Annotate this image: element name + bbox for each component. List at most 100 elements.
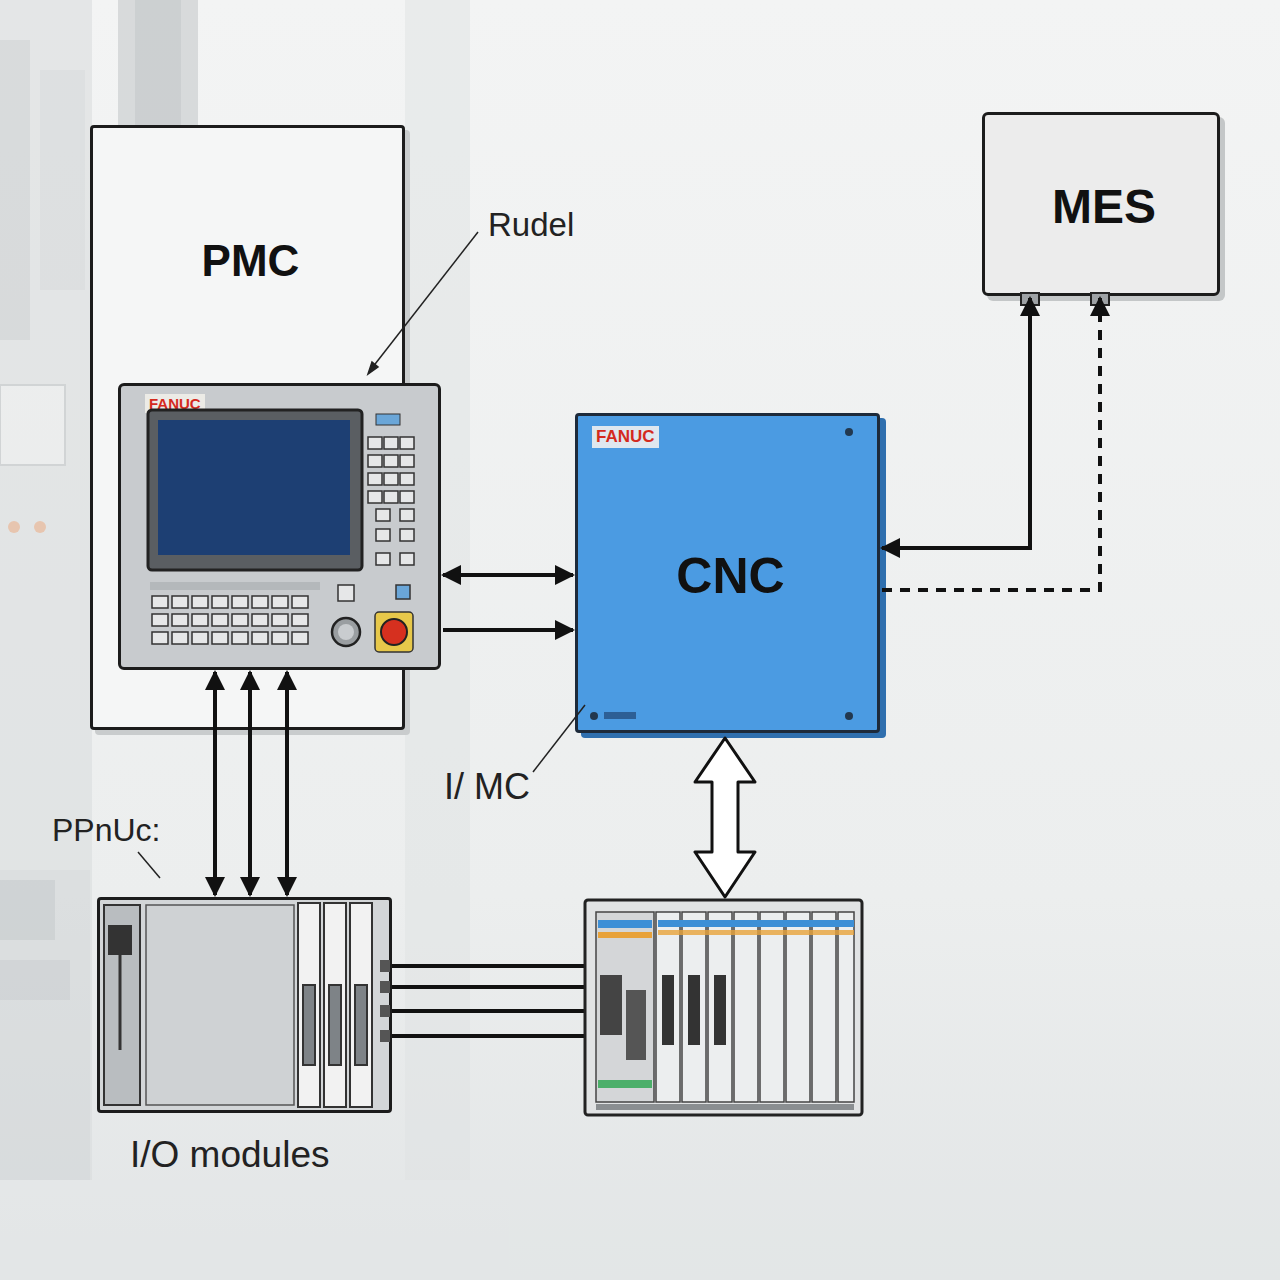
operator-panel: FANUC [118, 383, 441, 670]
card-slot [355, 985, 367, 1065]
key [400, 473, 414, 485]
keyboard [150, 582, 410, 644]
key [172, 632, 188, 644]
node-text: FANUC [592, 426, 659, 448]
key [232, 596, 248, 608]
port [1091, 293, 1109, 305]
feed-dial [332, 618, 360, 646]
key [192, 596, 208, 608]
key [338, 585, 354, 601]
key [376, 509, 390, 521]
io-module-rack: I/O modules [97, 897, 392, 1113]
port [380, 1005, 390, 1017]
module-labels [658, 930, 854, 935]
machine-lamp [8, 521, 20, 533]
vent [604, 712, 636, 719]
machine-part [0, 960, 70, 1000]
rack-ports [380, 960, 390, 1042]
key [384, 491, 398, 503]
machine-panel [40, 70, 85, 290]
key [232, 614, 248, 626]
io-cards [298, 903, 372, 1107]
key [396, 585, 410, 599]
key [384, 455, 398, 467]
key [400, 509, 414, 521]
key-strip [150, 582, 320, 590]
module-led [598, 1080, 652, 1088]
screw [845, 428, 853, 436]
io-module [656, 912, 680, 1102]
connector-arrow [213, 672, 217, 895]
port [1021, 293, 1039, 305]
connector-arrow [443, 628, 573, 632]
callout-label: PPnUc: [52, 812, 212, 849]
io-card [324, 903, 346, 1107]
rack-handle [108, 925, 132, 955]
connector-arrow [285, 672, 289, 895]
key [152, 614, 168, 626]
key [400, 491, 414, 503]
module-label [598, 920, 652, 928]
key [252, 632, 268, 644]
key [368, 473, 382, 485]
connector-arrow [248, 672, 252, 895]
screen-frame [148, 410, 362, 570]
emergency-stop [381, 619, 407, 645]
key [272, 596, 288, 608]
io-module [838, 912, 854, 1102]
key [368, 455, 382, 467]
rack-cover [146, 905, 294, 1105]
bus-arrow [695, 738, 755, 897]
rack-rail [119, 955, 122, 1050]
machine-spindle [118, 0, 198, 125]
leader-lines [138, 232, 585, 878]
rack-side [104, 905, 140, 1105]
rack-modules [596, 912, 854, 1110]
key [192, 614, 208, 626]
key [192, 632, 208, 644]
node-text: CNC [578, 548, 883, 606]
wire [392, 964, 586, 968]
key [368, 491, 382, 503]
key [376, 553, 390, 565]
cpu-module [596, 912, 654, 1102]
module-slot [662, 975, 674, 1045]
key [172, 614, 188, 626]
screw [590, 712, 598, 720]
key [212, 614, 228, 626]
io-card [350, 903, 372, 1107]
machine-body [0, 0, 92, 1280]
wire [392, 1009, 586, 1013]
screen [158, 420, 350, 555]
machine-screen [0, 385, 65, 465]
key [252, 596, 268, 608]
port [380, 981, 390, 993]
module-slot [688, 975, 700, 1045]
key [292, 596, 308, 608]
connector-arrow [882, 298, 1030, 548]
status-light [376, 414, 400, 425]
io-module [682, 912, 706, 1102]
leader-line [138, 852, 160, 878]
machine-lamp [34, 521, 46, 533]
screw [845, 712, 853, 720]
key [376, 529, 390, 541]
key [400, 553, 414, 565]
io-module [786, 912, 810, 1102]
key [368, 437, 382, 449]
leader-line [372, 232, 478, 368]
leader-head [368, 362, 378, 374]
cnc-unit: FANUC CNC [575, 413, 880, 733]
module-label [598, 932, 652, 938]
key [384, 437, 398, 449]
connector-arrow [443, 573, 573, 577]
wire [392, 985, 586, 989]
node-text: I/O modules [130, 1134, 460, 1177]
wire [392, 1034, 586, 1038]
key [152, 596, 168, 608]
key [400, 455, 414, 467]
